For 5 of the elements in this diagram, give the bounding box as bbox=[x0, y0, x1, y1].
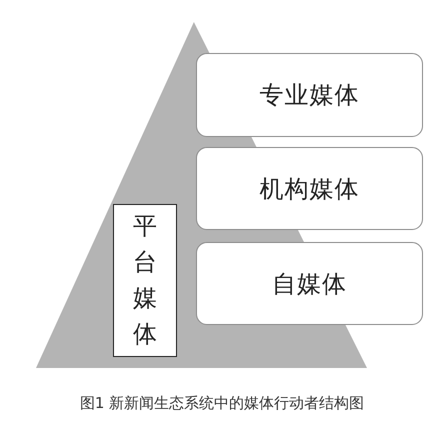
vertical-label-box: 平台媒体 bbox=[113, 204, 177, 357]
category-box: 专业媒体 bbox=[196, 53, 423, 137]
category-box: 自媒体 bbox=[196, 242, 423, 325]
figure-caption: 图1 新新闻生态系统中的媒体行动者结构图 bbox=[80, 394, 364, 413]
category-box: 机构媒体 bbox=[196, 147, 423, 230]
